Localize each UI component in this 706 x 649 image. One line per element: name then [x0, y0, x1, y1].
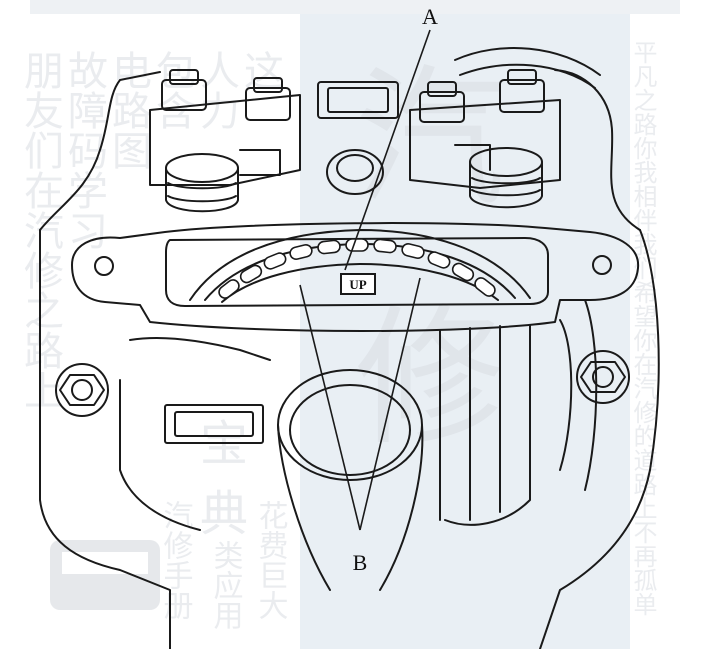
left-rocker-notch: [239, 149, 281, 176]
callout-b-label: B: [353, 550, 368, 575]
watermark-col-3: 电路图: [105, 50, 151, 170]
left-plug-center: [71, 379, 93, 401]
watermark-seal-2: 典: [200, 486, 248, 542]
left-bolt-1-head: [161, 79, 207, 111]
watermark-left-columns: 朋友们在汽修之路上 故障码学习 电路图 包含 人力 这: [17, 50, 283, 410]
center-cap-top: [336, 154, 374, 182]
right-ribs: [559, 299, 598, 491]
left-lower-casting: [119, 337, 271, 531]
watermark-bottom-col-1: 汽修手册: [158, 500, 194, 620]
up-mark-box: [340, 273, 376, 295]
bearing-link: [263, 252, 287, 270]
right-plug-hex: [580, 361, 626, 393]
bore-inner: [289, 384, 411, 476]
watermark-bottom-col-2: 类应用: [208, 540, 244, 630]
top-port-inner: [327, 87, 389, 113]
left-spring-top: [165, 153, 239, 183]
flange-window: [165, 237, 549, 307]
watermark-big-2: 修: [355, 292, 505, 466]
upper-housing-edges: [39, 69, 641, 231]
top-port: [317, 81, 399, 119]
left-pad-inner: [174, 411, 254, 437]
watermark-right-column: 平凡之路你我相伴我们希望你在汽修的道路上不再孤单: [629, 40, 657, 616]
left-bolt-2-cap: [253, 77, 283, 93]
callout-leaders: [299, 29, 431, 531]
watermark-logo: [50, 540, 160, 610]
upper-right-cover: [454, 47, 601, 76]
needle-bearing-rings: [218, 238, 496, 299]
callout-b-leader-left: [299, 284, 361, 531]
callout-b-leader-right: [359, 277, 421, 531]
flange-plate: [71, 222, 640, 332]
left-plug-hex: [59, 374, 105, 406]
flange-hole-right: [592, 255, 612, 275]
left-bolt-1-cap: [169, 69, 199, 85]
right-plug-outer: [576, 350, 630, 404]
callout-a-leader: [344, 29, 431, 271]
watermark-big-1: 汽: [355, 52, 505, 226]
bearing-link: [474, 277, 496, 297]
right-bolt-1-head: [419, 91, 465, 123]
left-housing-edge: [39, 229, 171, 649]
watermark-top-strip: [30, 0, 680, 14]
left-plug-outer: [55, 363, 109, 417]
bore-walls: [277, 424, 424, 591]
right-rocker-body: [409, 99, 561, 189]
left-spring-coils: [167, 182, 237, 203]
watermark-bottom-col-3: 花费巨大: [253, 500, 288, 620]
right-housing-edge: [539, 229, 660, 649]
bearing-link: [239, 264, 263, 284]
center-cap: [326, 149, 384, 195]
right-spring-coils: [471, 177, 541, 197]
right-bolt-1-cap: [427, 81, 457, 97]
left-rocker-body: [149, 94, 301, 186]
bearing-link: [427, 251, 451, 269]
right-bolt-2-head: [499, 79, 545, 113]
bearing-link: [317, 239, 341, 255]
left-pad: [164, 404, 264, 444]
right-rocker-notch: [454, 144, 491, 171]
bearing-link: [373, 238, 397, 254]
bearing-link: [451, 262, 475, 282]
bearing-link: [345, 238, 369, 252]
upper-right-cover-inner: [459, 63, 596, 89]
right-spring: [469, 161, 543, 209]
engine-outline: [39, 47, 660, 649]
up-mark-label: UP: [349, 277, 366, 292]
left-spring: [165, 167, 239, 213]
watermark-col-6: 这: [237, 50, 283, 90]
watermark-col-4: 包含: [149, 50, 195, 130]
right-bolt-2-cap: [507, 69, 537, 85]
watermark-col-5: 人力: [193, 50, 239, 130]
flange-hole-left: [94, 256, 114, 276]
bearing-link: [218, 279, 240, 299]
casting-ribs: [439, 324, 531, 526]
gear-hub-arc: [221, 263, 499, 303]
bearing-link: [401, 242, 425, 260]
bearing-link: [289, 243, 313, 261]
left-bolt-2-head: [245, 87, 291, 121]
right-plug-center: [592, 366, 614, 388]
callout-a-label: A: [422, 4, 438, 29]
